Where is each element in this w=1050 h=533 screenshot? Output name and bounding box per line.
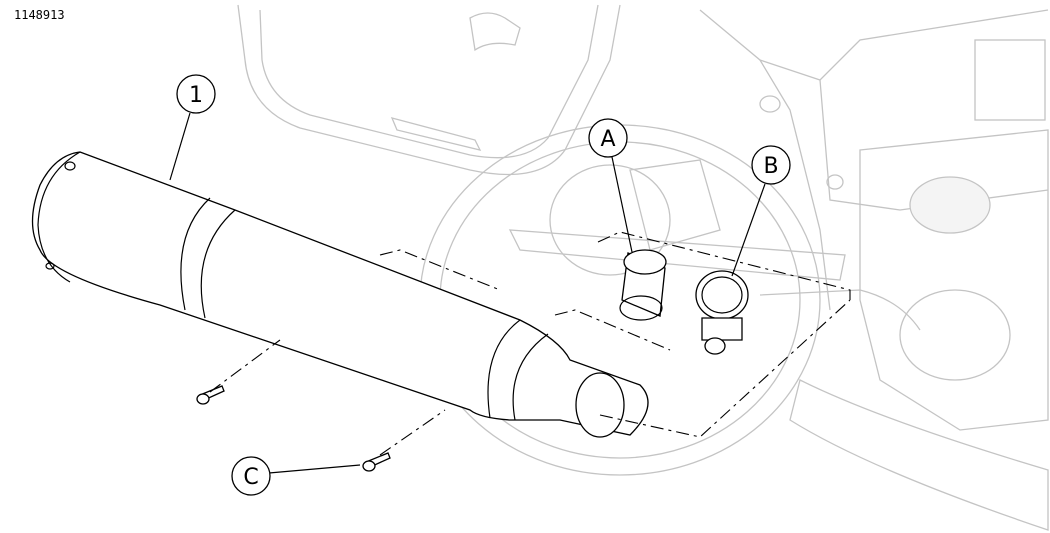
front-pipe xyxy=(759,289,921,331)
engine-fins xyxy=(974,39,1046,121)
rear-hub xyxy=(549,164,671,276)
dash-sleeve-axis xyxy=(597,231,851,300)
brake-caliper xyxy=(629,159,721,251)
sleeve xyxy=(619,249,667,321)
engine-block xyxy=(859,129,1049,431)
swingarm xyxy=(508,229,846,281)
frame-down-tube xyxy=(759,59,831,311)
dash-mount-1 xyxy=(379,249,501,291)
callout-1-label: 1 xyxy=(189,83,203,108)
callout-a: A xyxy=(588,118,633,253)
dash-mount-2 xyxy=(554,309,671,351)
muffler-end-cap xyxy=(37,151,81,283)
saddlebag-lid-line xyxy=(259,4,599,159)
clamp-nut xyxy=(704,337,726,355)
engine-cover xyxy=(909,176,991,234)
brand-emblem xyxy=(469,12,521,52)
muffler-band-2 xyxy=(200,209,236,319)
muffler-band-1 xyxy=(180,197,211,311)
dash-screw-lower xyxy=(379,409,446,456)
muffler-end-hole xyxy=(64,161,76,171)
dash-screw-upper xyxy=(209,339,281,393)
dash-inlet-axis xyxy=(599,299,851,438)
clamp-band xyxy=(695,270,749,320)
frame-bolt-2 xyxy=(826,174,844,190)
figure-id: 1148913 xyxy=(14,8,65,22)
callout-1: 1 xyxy=(169,74,216,181)
header-pipe xyxy=(789,379,1049,531)
engine-case xyxy=(899,289,1011,381)
muffler-inlet xyxy=(575,372,625,438)
clamp xyxy=(695,270,749,355)
muffler-neck-2 xyxy=(512,333,549,421)
screw-lower-head xyxy=(362,460,376,472)
screws xyxy=(196,385,391,472)
clamp-band-inner xyxy=(701,276,743,314)
callout-a-label: A xyxy=(600,127,615,152)
muffler-body xyxy=(31,151,649,436)
clamp-saddle xyxy=(701,317,743,341)
callout-c-label: C xyxy=(243,465,258,490)
frame-upper xyxy=(699,9,1049,81)
callout-c: C xyxy=(231,456,361,496)
muffler-neck-1 xyxy=(487,319,521,419)
muffler xyxy=(31,151,649,438)
callout-b-label: B xyxy=(763,154,778,179)
motorcycle-background xyxy=(237,4,1049,531)
callout-b: B xyxy=(731,145,791,277)
assembly-lines xyxy=(209,231,851,456)
frame-bolt xyxy=(759,95,781,113)
sleeve-top xyxy=(623,249,667,275)
saddlebag-reflector xyxy=(390,117,482,151)
muffler-end-hole-2 xyxy=(45,262,55,270)
screw-upper-head xyxy=(196,393,210,405)
sleeve-bottom xyxy=(619,295,663,321)
saddlebag-outline xyxy=(237,4,621,176)
